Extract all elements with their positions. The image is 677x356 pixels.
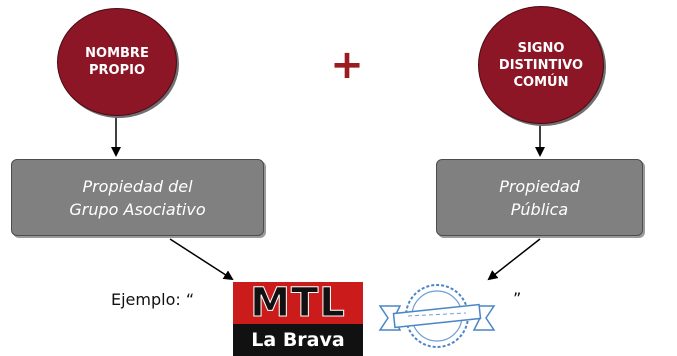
oval-signo-distintivo: SIGNO DISTINTIVO COMÚN xyxy=(478,6,604,124)
oval-nombre-propio: NOMBRE PROPIO xyxy=(57,8,177,116)
arrow-box-right-to-example xyxy=(487,238,541,281)
mtl-la-brava-logo: MTL La Brava xyxy=(233,282,363,356)
arrow-box-left-to-example xyxy=(169,238,234,281)
box-propiedad-publica: Propiedad Pública xyxy=(436,159,643,236)
stamp-seal-icon xyxy=(378,284,496,348)
logo-mtl-text: MTL xyxy=(233,282,363,325)
box-propiedad-grupo: Propiedad del Grupo Asociativo xyxy=(11,159,264,236)
plus-sign: + xyxy=(330,42,364,88)
example-label: Ejemplo: “ xyxy=(111,290,195,309)
logo-la-brava-text: La Brava xyxy=(233,324,363,356)
example-close-quote: ” xyxy=(513,289,522,308)
